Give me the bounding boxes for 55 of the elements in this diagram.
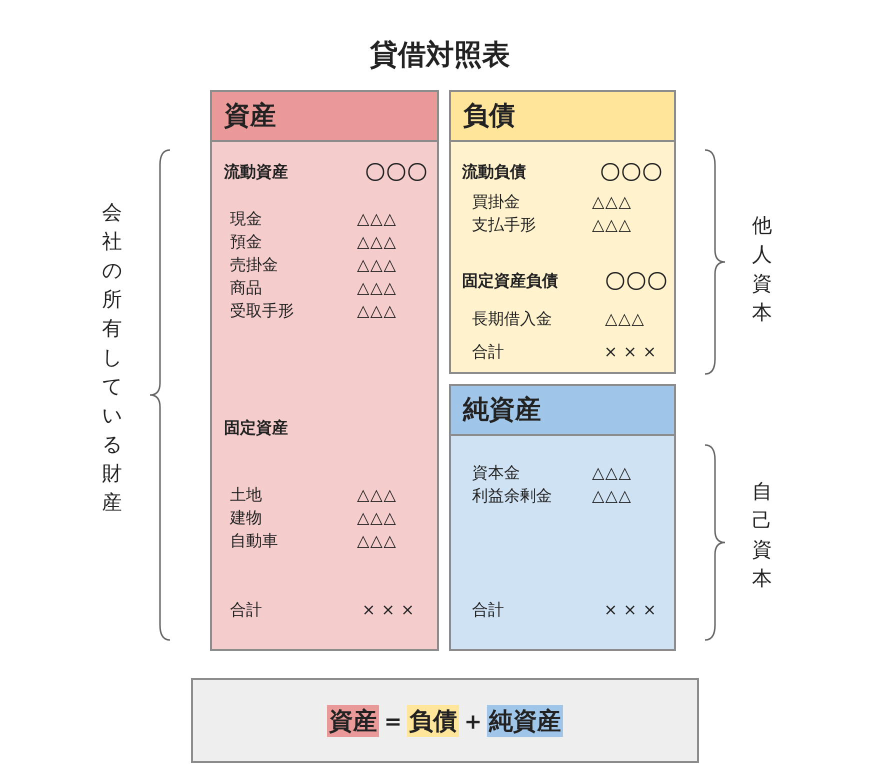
account-name: 建物: [230, 508, 262, 528]
category-heading: 固定資産負債: [462, 271, 558, 291]
account-name: 現金: [230, 209, 262, 229]
amount-symbols: 〇〇〇: [365, 162, 428, 182]
total-symbols: ×××: [604, 342, 662, 362]
category-heading: 流動負債: [462, 162, 526, 182]
account-name: 受取手形: [230, 301, 294, 321]
account-panel: [449, 384, 676, 651]
amount-symbols: △△△: [357, 301, 397, 321]
category-heading: 流動資産: [224, 162, 288, 182]
amount-symbols: △△△: [592, 192, 632, 212]
amount-symbols: △△△: [357, 255, 397, 275]
account-panel: [210, 90, 439, 651]
amount-symbols: △△△: [592, 486, 632, 506]
total-symbols: ×××: [362, 600, 420, 620]
amount-symbols: △△△: [357, 508, 397, 528]
formula-operator: ＝: [380, 706, 406, 736]
brace-label: 自己資本: [751, 478, 773, 592]
account-name: 土地: [230, 485, 262, 505]
brace-label: 会社の所有している財産: [101, 199, 123, 516]
account-name: 自動車: [230, 531, 278, 551]
account-name: 買掛金: [472, 192, 520, 212]
account-name: 売掛金: [230, 255, 278, 275]
account-name: 合計: [230, 600, 262, 620]
amount-symbols: △△△: [357, 278, 397, 298]
account-name: 合計: [472, 342, 504, 362]
amount-symbols: △△△: [592, 463, 632, 483]
panel-header: 純資産: [451, 386, 674, 436]
amount-symbols: 〇〇〇: [605, 271, 668, 291]
panel-header: 負債: [451, 92, 674, 142]
amount-symbols: △△△: [357, 209, 397, 229]
formula-operator: ＋: [460, 706, 486, 736]
formula-term: 純資産: [487, 704, 563, 736]
formula-term: 資産: [327, 704, 379, 736]
account-name: 利益余剰金: [472, 486, 552, 506]
amount-symbols: △△△: [357, 232, 397, 252]
amount-symbols: △△△: [357, 531, 397, 551]
total-symbols: ×××: [604, 600, 662, 620]
brace-label: 他人資本: [751, 212, 773, 326]
account-name: 長期借入金: [472, 309, 552, 329]
account-name: 合計: [472, 600, 504, 620]
panel-header: 資産: [212, 92, 437, 142]
amount-symbols: △△△: [605, 309, 645, 329]
account-panel: [449, 90, 676, 374]
account-name: 預金: [230, 232, 262, 252]
amount-symbols: △△△: [592, 215, 632, 235]
formula-term: 負債: [407, 704, 459, 736]
diagram-title: 貸借対照表: [368, 37, 511, 73]
amount-symbols: 〇〇〇: [600, 162, 663, 182]
account-name: 支払手形: [472, 215, 536, 235]
amount-symbols: △△△: [357, 485, 397, 505]
account-name: 資本金: [472, 463, 520, 483]
category-heading: 固定資産: [224, 418, 288, 438]
account-name: 商品: [230, 278, 262, 298]
formula-panel: [191, 678, 699, 763]
